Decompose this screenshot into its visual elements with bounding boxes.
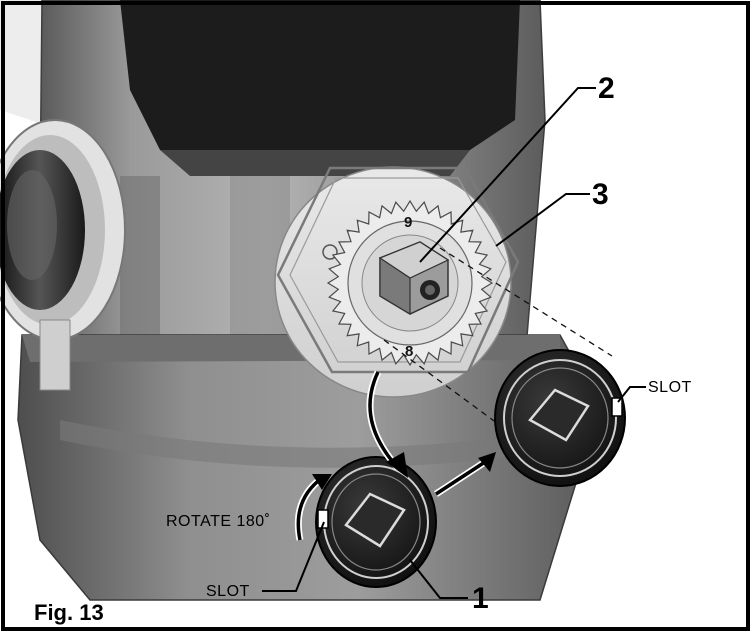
callout-2: 2	[598, 72, 615, 105]
dashed-guide-upper	[439, 247, 613, 357]
label-slot-right: SLOT	[648, 379, 692, 396]
leader-3	[495, 193, 590, 247]
callout-3: 3	[592, 178, 609, 211]
label-slot-left: SLOT	[206, 583, 250, 600]
square-stem	[378, 241, 450, 316]
side-knob	[0, 119, 126, 391]
cap-left	[315, 456, 437, 588]
valve-base	[17, 334, 586, 601]
label-rotate: ROTATE 180˚	[166, 513, 270, 530]
cap-right	[494, 349, 626, 487]
leader-slot-right	[617, 386, 646, 403]
marker-8: 8	[405, 343, 413, 360]
leader-2	[419, 87, 596, 263]
callout-1: 1	[472, 582, 489, 615]
leader-slot-left	[262, 521, 325, 592]
marker-9: 9	[404, 214, 412, 231]
valve-top-block	[120, 0, 520, 150]
figure-title: Fig. 13	[34, 600, 104, 625]
leader-1	[409, 559, 468, 599]
